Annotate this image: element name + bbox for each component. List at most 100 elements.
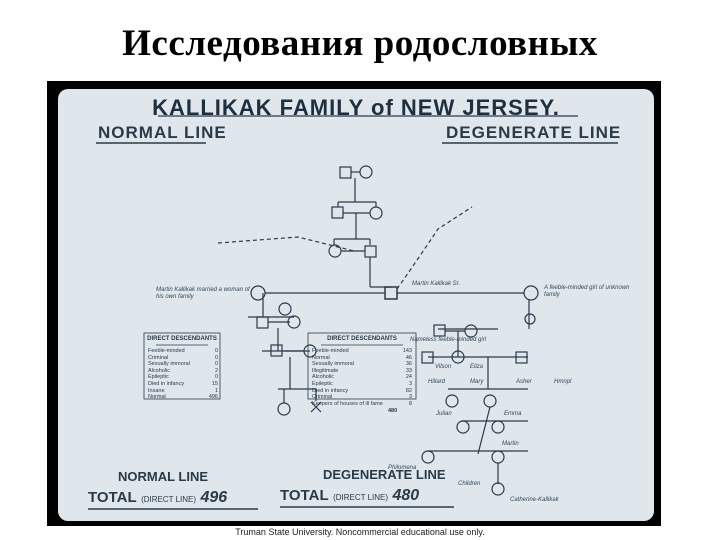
normal-wife-note: Martin Kallikak married a woman of his o… bbox=[156, 287, 250, 300]
degen-node-6 bbox=[445, 394, 459, 408]
box-row: Alcoholic 24 bbox=[312, 374, 412, 381]
degen-node-10 bbox=[421, 450, 435, 464]
martin-kallikak-node bbox=[384, 286, 398, 300]
degen-node-9 bbox=[491, 420, 505, 434]
normal-line-label: NORMAL LINE bbox=[98, 123, 227, 142]
normal-child-4 bbox=[270, 344, 283, 357]
image-credit-caption: Truman State University. Noncommercial e… bbox=[235, 527, 485, 537]
degen-box-total: 480 bbox=[388, 408, 398, 414]
degen-node-1 bbox=[433, 324, 446, 337]
gen3-male-node bbox=[364, 245, 377, 258]
gen2-female-node bbox=[369, 206, 383, 220]
ancestor-male-node bbox=[339, 166, 352, 179]
slide-title: Исследования родословных bbox=[122, 23, 598, 64]
box-row-label: Sexually immoral bbox=[312, 361, 354, 368]
descendant-label-11: Children bbox=[458, 481, 481, 487]
descendant-label-3: Hillard bbox=[428, 379, 446, 385]
degenerate-total: TOTAL (DIRECT LINE) 480 bbox=[280, 487, 419, 505]
degen-total-value: 480 bbox=[392, 487, 420, 504]
box-row-value: 24 bbox=[405, 374, 412, 381]
degen-pointer-line bbox=[396, 206, 473, 290]
box-row-value: 8 bbox=[408, 400, 412, 407]
normal-child-7-cross bbox=[310, 401, 322, 413]
box-row: Sexually immoral 36 bbox=[312, 361, 412, 368]
normal-total-sub: (DIRECT LINE) bbox=[141, 495, 197, 504]
degenerate-line-label: DEGENERATE LINE bbox=[446, 123, 622, 142]
pedigree-diagram bbox=[88, 115, 618, 510]
descendant-label-4: Mary bbox=[470, 379, 484, 385]
normal-total-value: 496 bbox=[200, 489, 228, 506]
degen-box-title: DIRECT DESCENDANTS bbox=[327, 336, 397, 342]
box-row: Died in infancy 15 bbox=[148, 381, 218, 388]
degen-node-7 bbox=[483, 394, 497, 408]
degen-node-12 bbox=[491, 482, 505, 496]
descendant-label-6: Hmnpl bbox=[554, 379, 572, 385]
degen-node-11 bbox=[491, 450, 505, 464]
degen-child-cross-node bbox=[524, 313, 536, 325]
box-row-value: 1 bbox=[214, 387, 218, 394]
box-row-label: Epileptic bbox=[312, 380, 333, 387]
box-row: Alcoholic 2 bbox=[148, 368, 218, 375]
box-row-value: 143 bbox=[402, 348, 412, 354]
box-row-value: 36 bbox=[405, 361, 412, 368]
box-row-label: Alcoholic bbox=[312, 374, 335, 381]
box-row-value: 82 bbox=[405, 387, 412, 394]
descendant-label-7: Julian bbox=[436, 411, 452, 417]
box-row-value: 15 bbox=[211, 380, 218, 387]
descendant-label-12: Catherine-Kallikak bbox=[510, 497, 559, 503]
box-row-label: Died in infancy bbox=[148, 380, 185, 387]
box-row-value: 46 bbox=[405, 354, 412, 361]
box-row-value: 0 bbox=[214, 348, 218, 354]
degen-box-frame bbox=[307, 332, 417, 400]
box-row: Normal 46 bbox=[312, 355, 412, 362]
tavern-girl-label: Nameless feeble-minded girl bbox=[410, 337, 487, 343]
box-row: Died in infancy 82 bbox=[312, 388, 412, 395]
box-row-value: 2 bbox=[214, 367, 218, 374]
box-row-label: Insane bbox=[148, 387, 165, 394]
box-row-label: Feeble-minded bbox=[312, 348, 349, 354]
box-row: Normal 496 bbox=[148, 394, 218, 401]
plate-title: KALLIKAK FAMILY of NEW JERSEY. bbox=[152, 95, 560, 120]
normal-child-1 bbox=[278, 302, 292, 316]
descendant-label-10: Philomena bbox=[388, 465, 417, 471]
degen-girl-note: A feeble-minded girl of unknown family bbox=[544, 285, 630, 298]
gen2-male-node bbox=[331, 206, 344, 219]
normal-line-footer: NORMAL LINE bbox=[118, 469, 209, 484]
normal-box-frame bbox=[143, 332, 221, 400]
box-row: Feeble-minded 0 bbox=[148, 348, 218, 355]
box-row: Epileptic 3 bbox=[312, 381, 412, 388]
box-row-value: 0 bbox=[214, 354, 218, 361]
degen-node-8 bbox=[456, 420, 470, 434]
box-row-label: Illegitimate bbox=[312, 367, 339, 374]
normal-total-word: TOTAL bbox=[88, 489, 137, 506]
box-row-label: Epileptic bbox=[148, 374, 169, 381]
ancestor-female-node bbox=[359, 165, 373, 179]
normal-pointer-line bbox=[217, 236, 355, 252]
normal-total: TOTAL (DIRECT LINE) 496 bbox=[88, 489, 227, 507]
normal-child-2 bbox=[256, 316, 269, 329]
box-row-label: Normal bbox=[312, 354, 330, 361]
box-row-label: Died in infancy bbox=[312, 387, 349, 394]
degenerate-line-footer: DEGENERATE LINE bbox=[323, 467, 446, 482]
box-row-label: Alcoholic bbox=[148, 367, 171, 374]
martin-kallikak-label: Martin Kallikak Sr. bbox=[412, 281, 461, 287]
pedigree-chart-plate: KALLIKAK FAMILY of NEW JERSEY. NORMAL LI… bbox=[58, 89, 654, 521]
box-row-label: Sexually immoral bbox=[148, 361, 190, 368]
box-row-label: Normal bbox=[148, 394, 166, 401]
degen-total-word: TOTAL bbox=[280, 487, 329, 504]
degen-total-sub: (DIRECT LINE) bbox=[333, 493, 389, 502]
box-row-label: Feeble-minded bbox=[148, 348, 185, 354]
box-row-value: 3 bbox=[408, 380, 412, 387]
degen-node-5 bbox=[515, 351, 528, 364]
descendant-label-9: Martin bbox=[502, 441, 519, 447]
degen-node-4 bbox=[451, 350, 465, 364]
box-row-value: 496 bbox=[208, 394, 218, 401]
degen-node-3 bbox=[421, 351, 434, 364]
